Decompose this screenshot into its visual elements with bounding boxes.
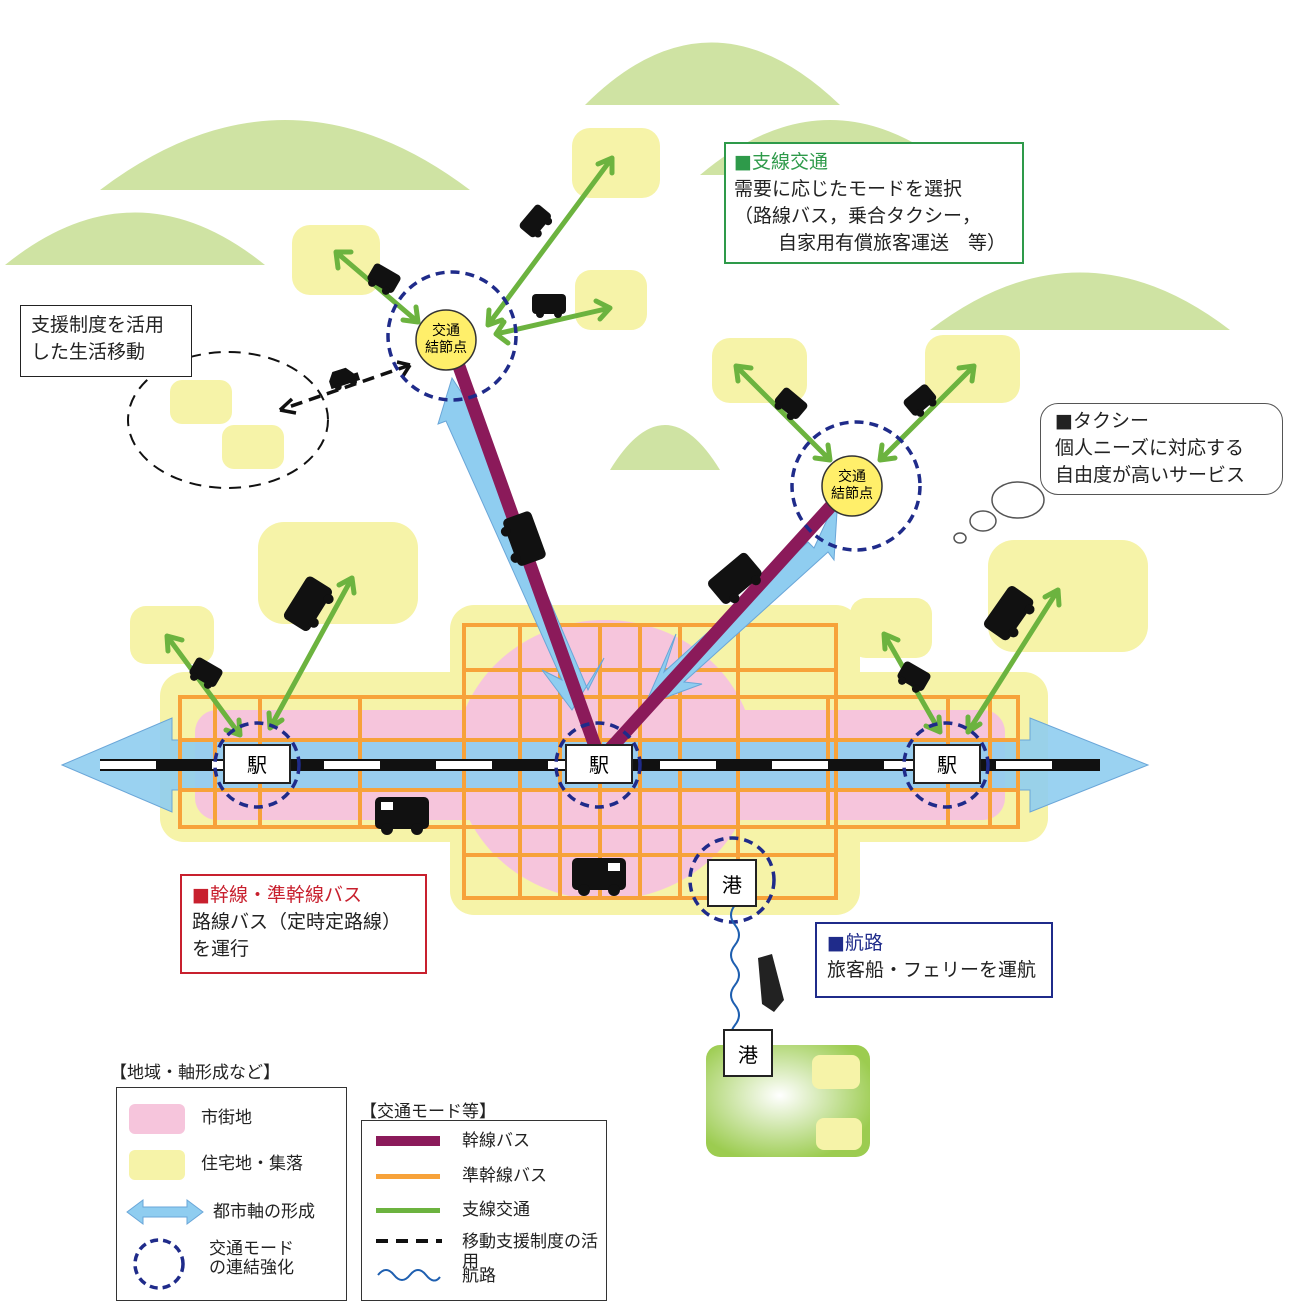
branch-line-swatch <box>376 1208 440 1213</box>
support-callout: 支援制度を活用 した生活移動 <box>20 305 192 377</box>
route-callout: ■航路 旅客船・フェリーを運航 <box>815 922 1053 998</box>
residential-area <box>712 338 807 403</box>
van-icon <box>903 384 937 417</box>
legend-label-trunk: 幹線バス <box>462 1131 530 1151</box>
hill <box>5 212 265 265</box>
branch-callout-line2: （路線バス，乗合タクシー， <box>734 205 982 227</box>
hub-ring <box>790 420 922 552</box>
hill <box>100 120 470 190</box>
car-icon <box>329 367 361 391</box>
taxi-callout-line2: 自由度が高いサービス <box>1055 464 1246 486</box>
trunk-bus-callout: ■幹線・準幹線バス 路線バス（定時定路線） を運行 <box>180 874 427 974</box>
svg-text:港: 港 <box>738 1043 758 1067</box>
route-callout-line1: 旅客船・フェリーを運航 <box>827 959 1037 981</box>
vehicles <box>189 204 1035 896</box>
residential-area <box>816 1118 862 1150</box>
legend-label-hub: 交通モード の連結強化 <box>209 1239 294 1278</box>
hill <box>585 42 840 105</box>
residential-swatch <box>129 1150 185 1180</box>
support-callout-line2: した生活移動 <box>31 341 146 363</box>
hill <box>610 425 720 470</box>
svg-text:交通: 交通 <box>432 322 460 339</box>
legend-label-semi-trunk: 準幹線バス <box>462 1166 547 1186</box>
residential-area <box>572 128 660 198</box>
port-island: 港 <box>723 1029 773 1077</box>
legend-label-axis: 都市軸の形成 <box>213 1202 315 1222</box>
svg-text:駅: 駅 <box>589 753 609 777</box>
station-ring <box>902 721 990 809</box>
wave-line-swatch <box>377 1269 441 1282</box>
legend-label-route: 航路 <box>462 1266 496 1286</box>
legend-modes-title: 【交通モード等】 <box>360 1102 496 1122</box>
branch-arrows <box>164 155 1062 1143</box>
residential-area <box>575 270 647 330</box>
dashed-line-swatch <box>376 1239 442 1243</box>
svg-text:駅: 駅 <box>247 753 267 777</box>
station-right: 駅 <box>913 744 981 784</box>
taxi-callout-header: ■タクシー <box>1055 410 1149 432</box>
bus-icon <box>375 797 429 835</box>
svg-text:駅: 駅 <box>937 753 957 777</box>
residential-area <box>812 1055 860 1089</box>
station-left: 駅 <box>223 744 291 784</box>
bus-icon <box>983 586 1035 641</box>
svg-text:結節点: 結節点 <box>425 339 467 356</box>
support-area-ring <box>127 351 329 489</box>
trunk-bus-callout-header: ■幹線・準幹線バス <box>192 884 362 906</box>
legend-area-title: 【地域・軸形成など】 <box>110 1063 280 1083</box>
branch-callout-line3: 自家用有償旅客運送 等） <box>778 232 1007 254</box>
van-icon <box>774 387 808 421</box>
mobility-support <box>127 351 412 489</box>
hill <box>930 272 1230 330</box>
bus-icon <box>708 552 762 604</box>
bus-icon <box>572 858 626 896</box>
trunk-line-swatch <box>376 1136 440 1146</box>
route-callout-header: ■航路 <box>827 932 883 954</box>
svg-text:港: 港 <box>722 873 742 897</box>
branch-callout: ■支線交通 需要に応じたモードを選択 （路線バス，乗合タクシー， 自家用有償旅客… <box>724 142 1024 264</box>
support-dashed-arrow <box>279 363 411 412</box>
taxi-callout-line1: 個人ニーズに対応する <box>1055 437 1245 459</box>
van-icon <box>519 204 553 238</box>
hub-rings <box>213 270 990 924</box>
semi-trunk-line-swatch <box>376 1174 440 1179</box>
station-center: 駅 <box>565 744 633 784</box>
bus-icon <box>283 576 334 632</box>
transport-hub-east: 交通 結節点 <box>821 455 883 517</box>
svg-text:交通: 交通 <box>838 468 866 485</box>
bus-icon <box>500 511 546 566</box>
station-ring <box>213 721 301 809</box>
residential-area <box>222 425 284 469</box>
transport-hub-north: 交通 結節点 <box>415 309 477 371</box>
ferry-icon <box>758 954 784 1012</box>
legend-modes: 幹線バス 準幹線バス 支線交通 移動支援制度の活用 航路 <box>361 1120 607 1301</box>
residential-area <box>988 540 1148 652</box>
residential-area <box>170 380 232 424</box>
support-callout-line1: 支援制度を活用 <box>31 314 165 336</box>
dashed-circle-icon <box>133 1238 185 1290</box>
residential-area <box>850 598 932 658</box>
double-arrow-icon <box>126 1199 204 1225</box>
urban-area-swatch <box>129 1104 185 1134</box>
branch-callout-line1: 需要に応じたモードを選択 <box>734 178 963 200</box>
taxi-callout: ■タクシー 個人ニーズに対応する 自由度が高いサービス <box>1040 403 1283 495</box>
trunk-bus-callout-line1: 路線バス（定時定路線） <box>192 911 402 933</box>
trunk-bus-callout-line2: を運行 <box>192 938 250 960</box>
port-main: 港 <box>707 859 757 907</box>
van-icon <box>367 263 401 295</box>
legend-label-support: 移動支援制度の活用 <box>462 1232 598 1272</box>
legend-label-urban: 市街地 <box>201 1108 252 1128</box>
legend-label-branch: 支線交通 <box>462 1200 530 1220</box>
van-icon <box>897 661 931 693</box>
hub-ring <box>386 270 518 402</box>
thought-bubbles <box>953 481 1045 544</box>
van-icon <box>532 294 566 318</box>
van-icon <box>189 657 223 689</box>
branch-callout-header: ■支線交通 <box>734 151 828 173</box>
svg-text:結節点: 結節点 <box>831 485 873 502</box>
legend-area: 市街地 住宅地・集落 都市軸の形成 交通モード の連結強化 <box>116 1087 347 1301</box>
legend-label-residential: 住宅地・集落 <box>201 1154 303 1174</box>
station-ring <box>554 721 642 809</box>
